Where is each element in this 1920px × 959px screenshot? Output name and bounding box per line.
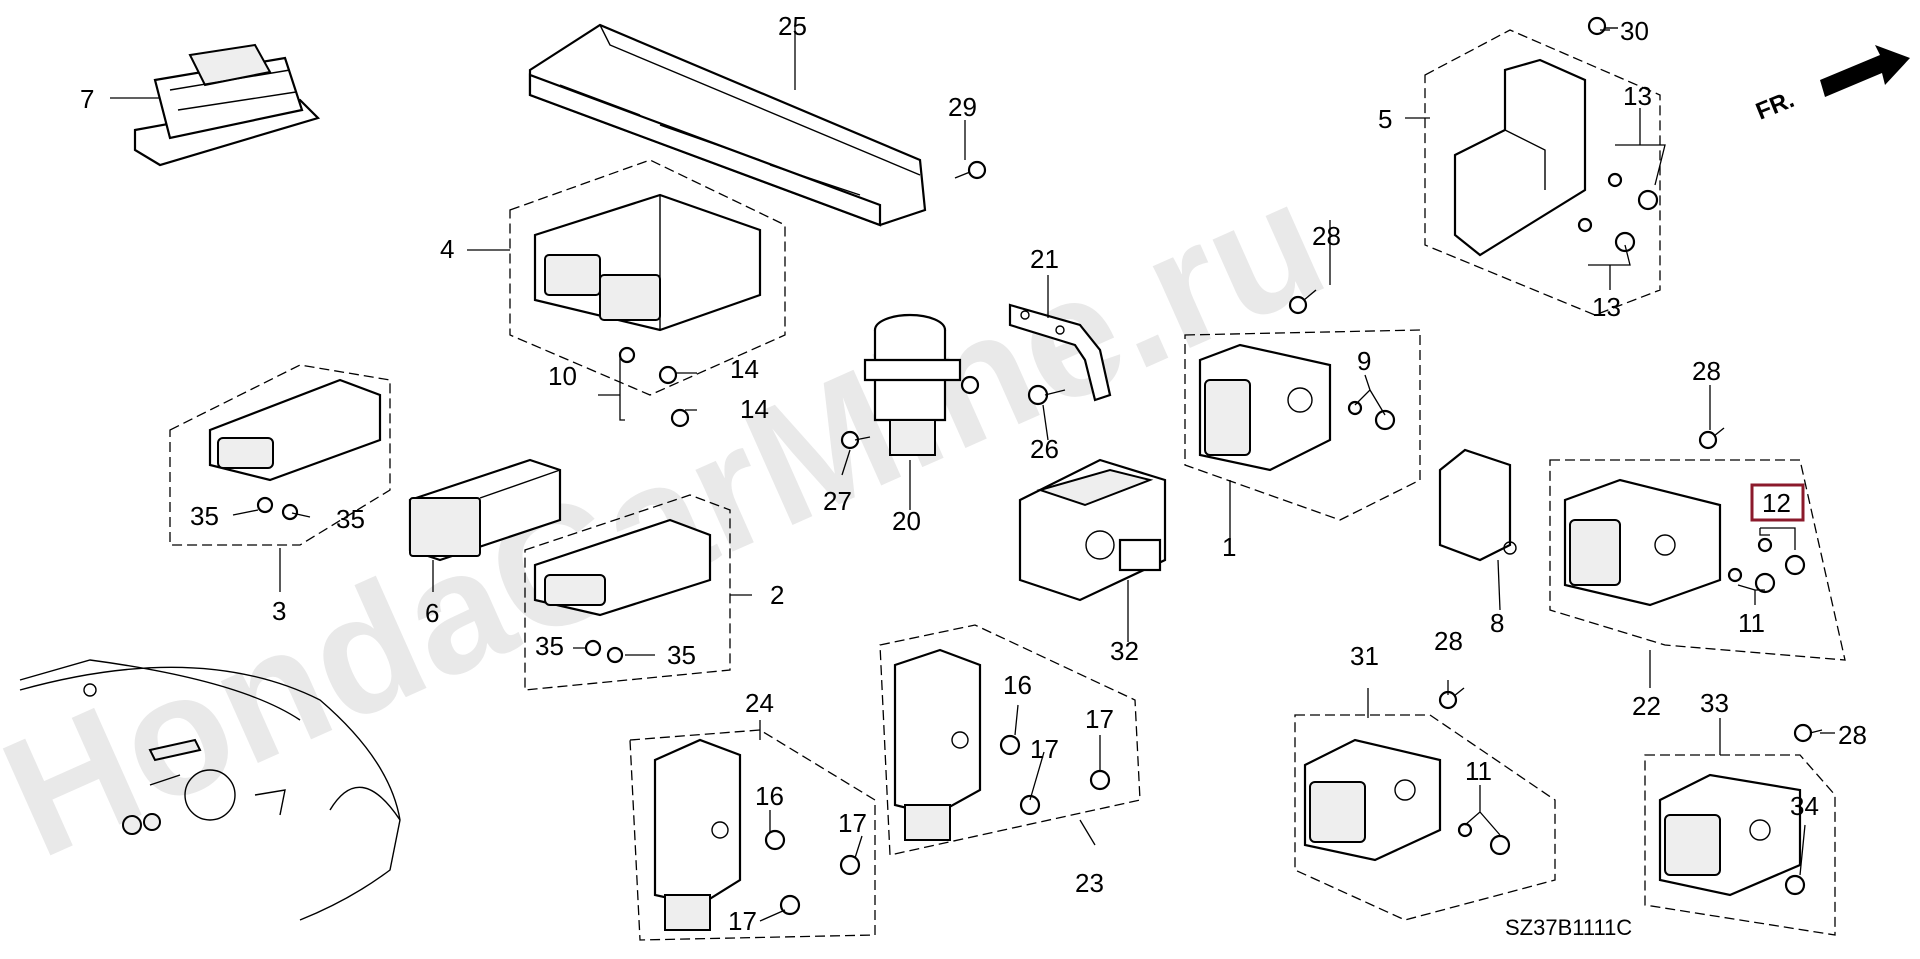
callout-21: 21 [1030,244,1059,274]
callout-4: 4 [440,234,454,264]
callout-14-a: 14 [730,354,759,384]
callout-17-c: 17 [1085,704,1114,734]
bolt-28-a [1288,289,1317,315]
callout-28-b: 28 [1692,356,1721,386]
callout-33: 33 [1700,688,1729,718]
diagram-code: SZ37B1111C [1505,915,1632,940]
callout-16-b: 16 [1003,670,1032,700]
part-3-group [169,364,391,546]
callout-1: 1 [1222,532,1236,562]
callout-26: 26 [1030,434,1059,464]
callout-17-b: 17 [728,906,757,936]
callout-32: 32 [1110,636,1139,666]
front-direction-arrow [1820,45,1910,97]
part-25-panel [528,23,927,227]
vehicle-location-illustration [19,659,401,921]
callout-16-a: 16 [755,781,784,811]
callout-30: 30 [1620,16,1649,46]
part-20-switch [863,313,980,456]
part-7-switch [133,43,321,167]
callout-31: 31 [1350,641,1379,671]
callout-35-a: 35 [190,501,219,531]
part-8-module [1438,448,1517,562]
bolt-29 [954,160,987,180]
callout-12: 12 [1762,488,1791,518]
part-32-switch [1018,458,1167,602]
callout-35-d: 35 [667,640,696,670]
part-5-group [1424,29,1661,316]
callout-2: 2 [770,580,784,610]
callout-5: 5 [1378,104,1392,134]
front-direction-label: FR. [1752,86,1798,126]
callout-25: 25 [778,11,807,41]
bolt-27 [840,430,871,450]
callout-10: 10 [548,361,577,391]
callout-28-d: 28 [1838,720,1867,750]
part-1-group [1184,329,1421,521]
callout-20: 20 [892,506,921,536]
callout-14-b: 14 [740,394,769,424]
bolt-28-c [1438,687,1465,710]
callout-11-a: 11 [1738,608,1765,638]
part-2-group [524,494,731,691]
callout-6: 6 [425,598,439,628]
leader-lines [110,25,1835,922]
part-4-group [509,159,786,428]
callout-28-a: 28 [1312,221,1341,251]
callout-11-b: 11 [1465,756,1492,786]
callout-34: 34 [1790,791,1819,821]
callout-3: 3 [272,596,286,626]
callout-24: 24 [745,688,774,718]
callout-13-b: 13 [1592,292,1621,322]
callout-27: 27 [823,486,852,516]
callout-17-a: 17 [838,808,867,838]
part-23-group [879,624,1141,856]
bolt-28-b [1698,427,1725,450]
callout-13-a: 13 [1623,81,1652,111]
part-33-group [1644,754,1836,936]
callout-35-c: 35 [535,631,564,661]
callout-22: 22 [1632,691,1661,721]
highlight-box-12 [1750,483,1805,522]
part-24-group [629,729,876,941]
callout-9: 9 [1357,346,1371,376]
callout-23: 23 [1075,868,1104,898]
bolt-28-d [1793,723,1823,743]
callout-8: 8 [1490,608,1504,638]
callout-35-b: 35 [336,504,365,534]
bolt-26 [1027,384,1066,406]
callout-29: 29 [948,92,977,122]
callout-28-c: 28 [1434,626,1463,656]
callout-17-d: 17 [1030,734,1059,764]
part-6-switch [408,458,562,562]
part-21-bracket [1008,303,1112,402]
part-31-group [1294,714,1556,921]
bolt-30 [1587,16,1618,36]
callout-7: 7 [80,84,94,114]
part-22-group [1549,459,1846,661]
